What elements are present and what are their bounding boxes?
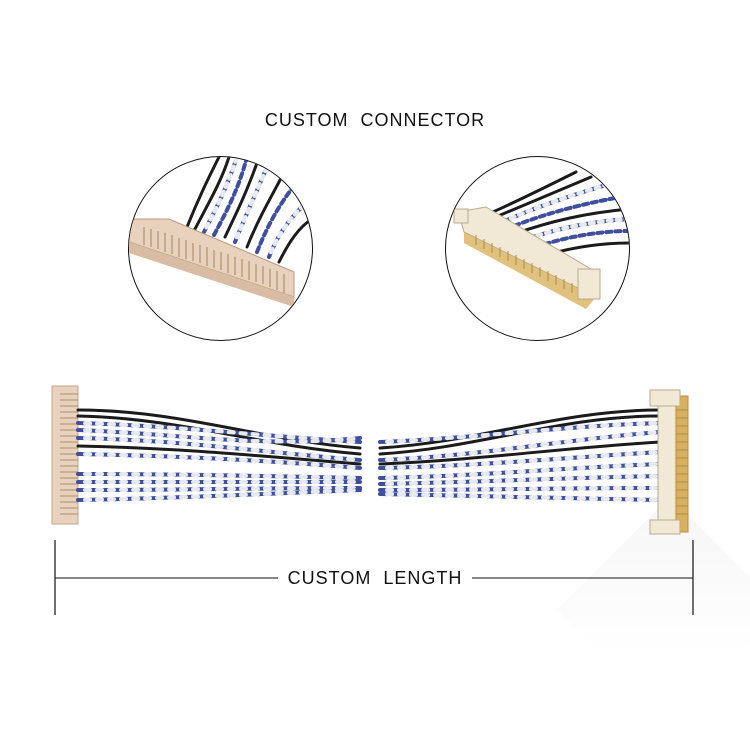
- page-title: CUSTOM CONNECTOR: [264, 110, 486, 130]
- right-connector: [649, 389, 689, 535]
- left-wire-bundle: [76, 408, 362, 502]
- connector-closeup-right-image: [453, 170, 629, 309]
- connector-closeup-right: [445, 156, 630, 341]
- cable-assembly-image: [51, 385, 689, 535]
- connector-closeup-left: [128, 156, 313, 341]
- left-connector: [51, 385, 79, 525]
- dimension-label: CUSTOM LENGTH: [0, 568, 750, 589]
- connector-closeup-left-image: [129, 157, 312, 307]
- right-wire-bundle: [378, 408, 662, 502]
- dimension-label-text: CUSTOM LENGTH: [277, 568, 473, 588]
